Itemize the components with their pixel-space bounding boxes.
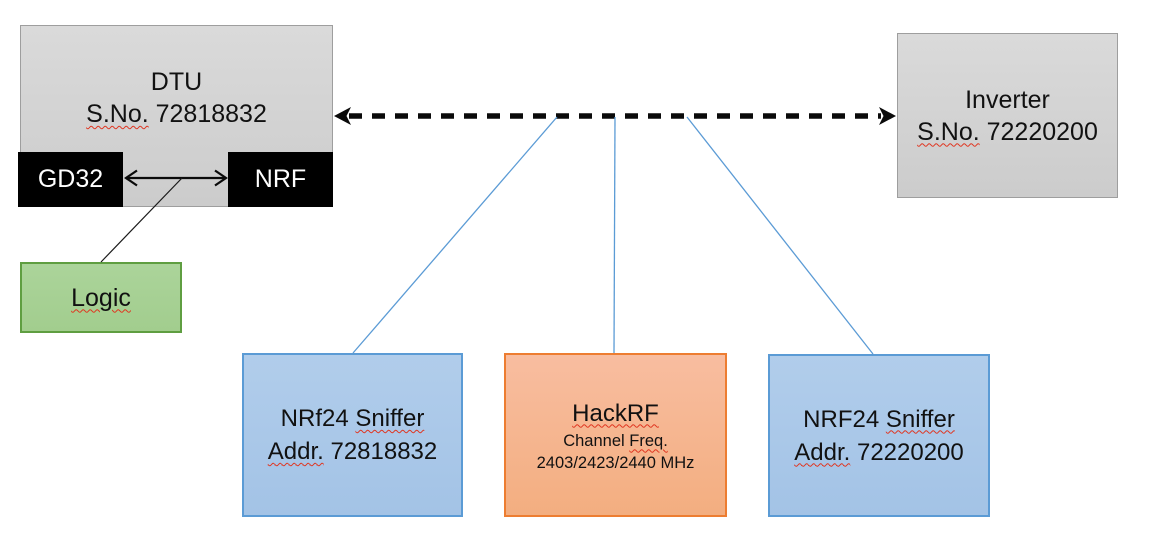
connector-line-sniffer-right — [686, 116, 874, 355]
hackrf-channel-line: Channel Freq. — [563, 431, 668, 450]
inverter-box: Inverter S.No. 72220200 — [897, 33, 1118, 198]
hackrf-title: HackRF — [572, 399, 659, 427]
sniffer-left-line2: Addr. 72818832 — [267, 438, 438, 465]
connector-line-hackrf — [613, 116, 616, 354]
nrf24-sniffer-right-box: NRF24 Sniffer Addr. 72220200 — [768, 354, 990, 517]
sniffer-right-line1: NRF24 Sniffer — [803, 405, 955, 433]
logic-label: Logic — [71, 283, 131, 312]
gd32-label: GD32 — [37, 165, 104, 193]
nrf24-sniffer-left-box: NRf24 Sniffer Addr. 72818832 — [242, 353, 463, 517]
dtu-text: DTU S.No. 72818832 — [86, 66, 267, 130]
inverter-title: Inverter — [965, 85, 1050, 114]
sniffer-left-line1: NRf24 Sniffer — [280, 405, 425, 432]
inverter-serial: S.No. 72220200 — [917, 117, 1098, 146]
connector-line-sniffer-left — [352, 116, 558, 354]
nrf-chip-box: NRF — [228, 152, 333, 207]
gd32-chip-box: GD32 — [18, 152, 123, 207]
hackrf-box: HackRF Channel Freq. 2403/2423/2440 MHz — [504, 353, 727, 517]
dtu-title: DTU — [150, 68, 203, 96]
dtu-inverter-dashed-double-arrow — [334, 107, 896, 125]
logic-box: Logic — [20, 262, 182, 333]
nrf-label: NRF — [254, 165, 307, 193]
arrowhead-left-icon — [334, 107, 351, 125]
dtu-serial: S.No. 72818832 — [86, 100, 267, 128]
sniffer-right-line2: Addr. 72220200 — [794, 438, 964, 466]
hackrf-freq-line: 2403/2423/2440 MHz — [536, 453, 695, 472]
arrowhead-right-icon — [879, 107, 896, 125]
